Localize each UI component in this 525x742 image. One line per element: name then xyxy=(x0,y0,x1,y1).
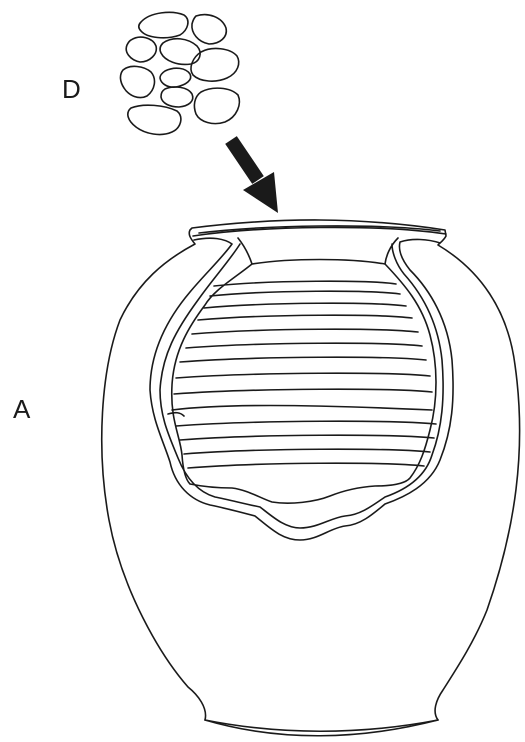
pot-foot xyxy=(205,720,438,731)
pebble xyxy=(120,66,154,97)
pot-neck xyxy=(238,238,398,264)
pebble xyxy=(160,68,191,87)
pebble xyxy=(160,39,200,65)
inner-ribs xyxy=(168,281,436,468)
pot-body xyxy=(102,220,520,736)
inner-shelf-line xyxy=(172,406,432,411)
pebble xyxy=(161,87,193,107)
arrow-down-right-icon xyxy=(231,140,278,213)
pebble xyxy=(191,49,239,82)
pebble xyxy=(128,105,181,134)
label-d: D xyxy=(62,74,81,104)
pebble xyxy=(192,15,226,44)
pebble xyxy=(194,88,239,123)
pot-outline xyxy=(102,220,520,736)
pebbles-cluster xyxy=(120,12,239,134)
pebble xyxy=(126,37,156,62)
inner-pot-wall xyxy=(172,264,436,503)
label-a: A xyxy=(13,394,31,424)
pebble xyxy=(139,12,188,37)
